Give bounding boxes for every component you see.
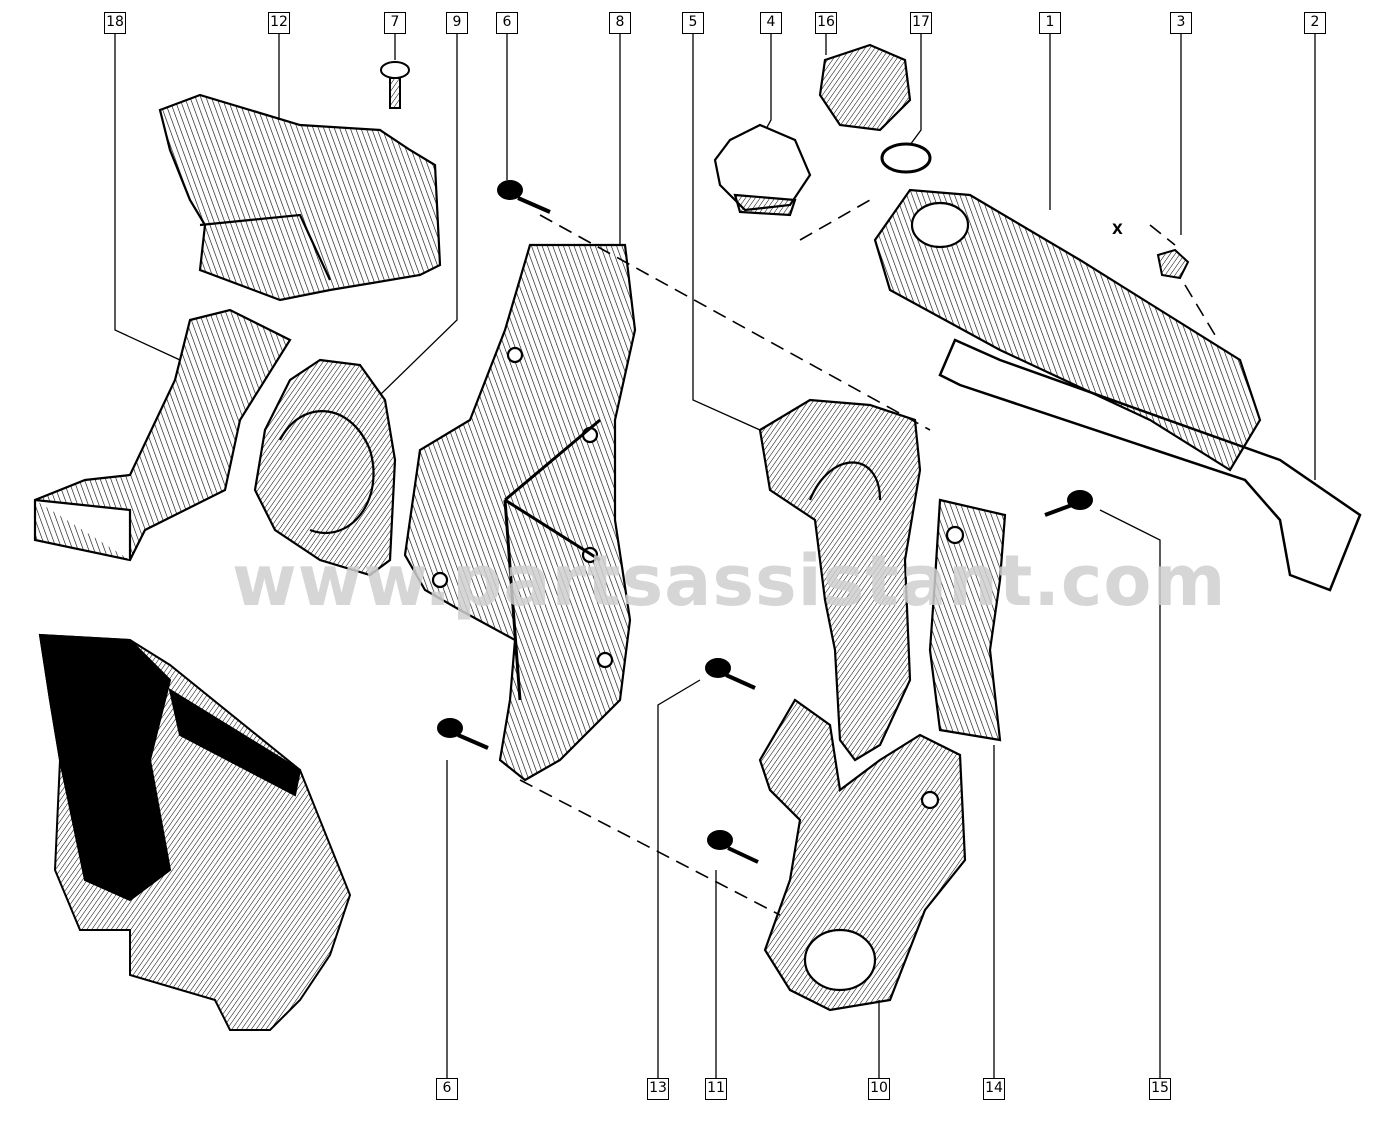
callout-15[interactable]: 15 (1149, 1078, 1171, 1100)
bolt-13 (705, 658, 756, 690)
callout-3[interactable]: 3 (1170, 12, 1192, 34)
watermark: www.partsassistant.com (232, 540, 1227, 622)
callout-17[interactable]: 17 (910, 12, 932, 34)
part-breather-cap (818, 43, 912, 132)
part-oil-filler-cap (713, 123, 812, 217)
engine-location-inset (38, 633, 352, 1031)
callout-5[interactable]: 5 (682, 12, 704, 34)
part-small-timing-cover (253, 358, 397, 577)
part-screw-7 (380, 61, 410, 109)
callout-18[interactable]: 18 (104, 12, 126, 34)
part-bracket (33, 308, 292, 562)
callout-4[interactable]: 4 (760, 12, 782, 34)
part-inner-timing-plate (403, 243, 637, 782)
part-vertical-strip (928, 498, 1007, 742)
leader-lines (114, 34, 1316, 1078)
callout-1[interactable]: 1 (1039, 12, 1061, 34)
callout-16[interactable]: 16 (815, 12, 837, 34)
callout-14[interactable]: 14 (983, 1078, 1005, 1100)
bolt-11 (707, 830, 759, 864)
part-middle-cover (758, 398, 922, 762)
callout-13[interactable]: 13 (647, 1078, 669, 1100)
callout-6-top[interactable]: 6 (496, 12, 518, 34)
callout-11[interactable]: 11 (705, 1078, 727, 1100)
callout-6-bottom[interactable]: 6 (436, 1078, 458, 1100)
part-cylinder-head-cover (873, 188, 1262, 472)
part-cover-gasket (938, 338, 1362, 592)
callout-2[interactable]: 2 (1304, 12, 1326, 34)
callout-9[interactable]: 9 (446, 12, 468, 34)
bolts (437, 180, 1093, 864)
callout-7[interactable]: 7 (384, 12, 406, 34)
part-lower-timing-cover (758, 698, 967, 1012)
x-marker: X (1112, 222, 1123, 238)
callout-12[interactable]: 12 (268, 12, 290, 34)
callout-10[interactable]: 10 (868, 1078, 890, 1100)
callout-8[interactable]: 8 (609, 12, 631, 34)
part-nut (1156, 248, 1190, 280)
bolt-15 (1044, 490, 1093, 517)
bolt-6-upper (497, 180, 551, 214)
bolt-6-lower (437, 718, 489, 750)
part-o-ring (880, 142, 932, 174)
part-upper-timing-cover (158, 93, 442, 302)
